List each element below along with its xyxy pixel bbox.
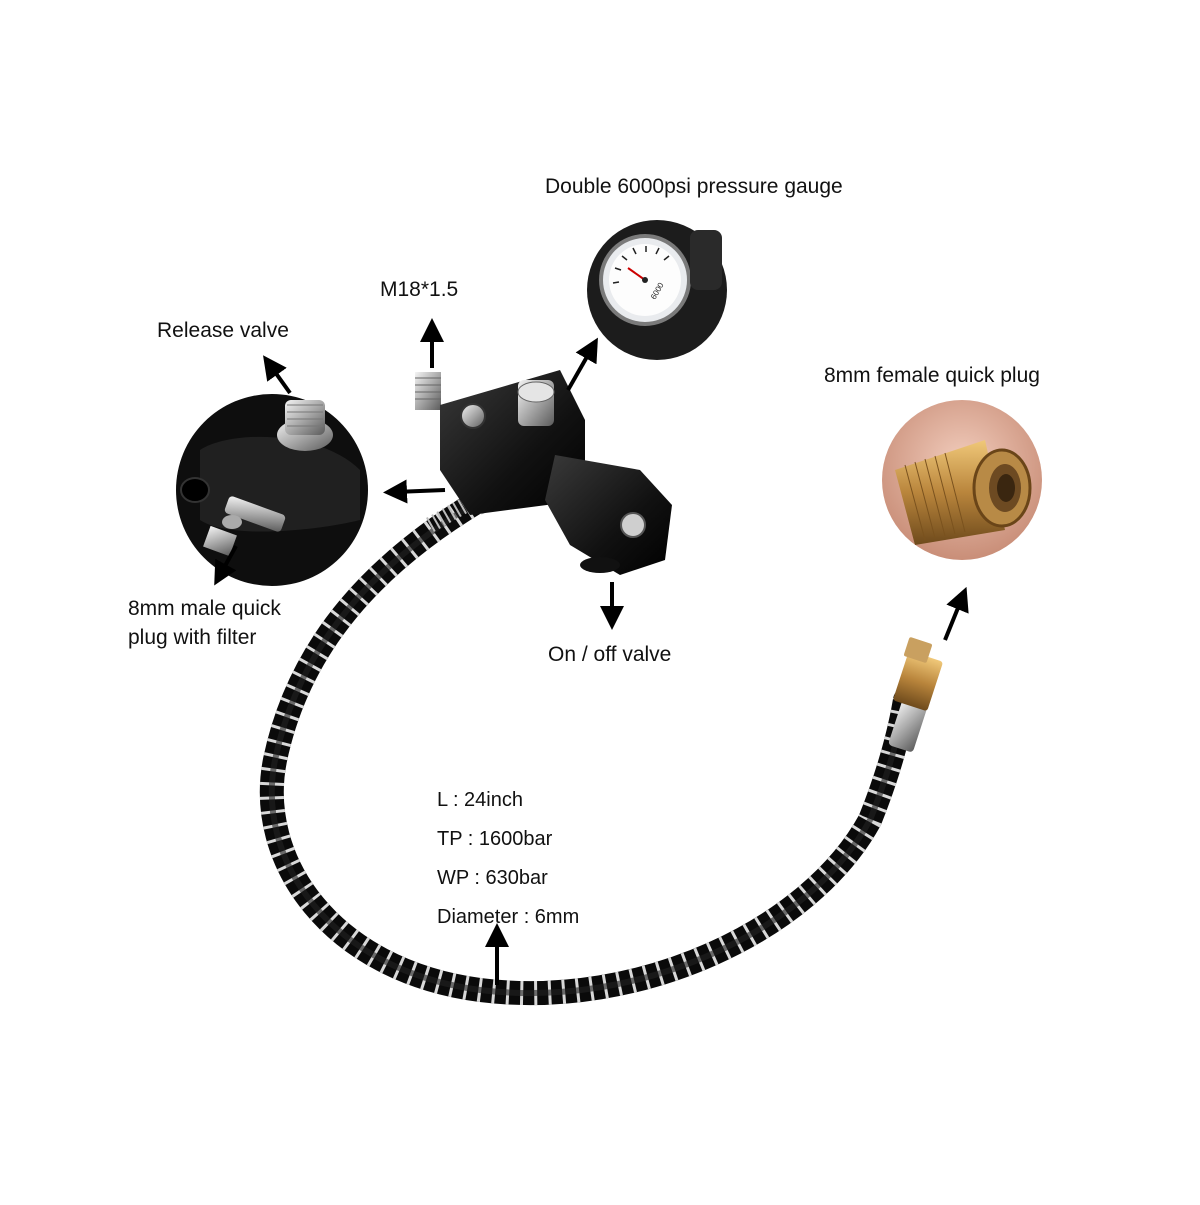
- arrow-male-plug-top: [383, 479, 446, 504]
- hex-bolt: [460, 403, 486, 429]
- hose-specs: L : 24inch TP : 1600bar WP : 630bar Diam…: [437, 781, 579, 937]
- female-plug-closeup: [882, 400, 1042, 560]
- on-off-knob: [545, 455, 672, 575]
- arrow-gauge: [566, 337, 598, 391]
- arrow-release-valve: [263, 355, 292, 395]
- arrow-female-plug: [943, 586, 969, 641]
- valve-body: [415, 370, 672, 575]
- hose: [259, 488, 917, 1006]
- gauge-label: Double 6000psi pressure gauge: [545, 175, 843, 198]
- gauge-closeup: 6000: [587, 220, 727, 360]
- arrow-male-plug: [214, 545, 238, 586]
- spec-working-pressure: WP : 630bar: [437, 867, 548, 889]
- male-plug-label-line2: plug with filter: [128, 626, 257, 649]
- spec-test-pressure: TP : 1600bar: [437, 828, 553, 850]
- male-plug-label-line1: 8mm male quick: [128, 597, 281, 620]
- release-valve-closeup: [176, 394, 368, 586]
- spec-diameter: Diameter : 6mm: [437, 906, 580, 928]
- hose-end-fitting: [888, 637, 943, 752]
- release-valve-label: Release valve: [157, 319, 289, 342]
- female-plug-label: 8mm female quick plug: [824, 364, 1040, 387]
- thread-label: M18*1.5: [380, 278, 459, 301]
- on-off-valve-label: On / off valve: [548, 643, 672, 666]
- spec-length: L : 24inch: [437, 789, 523, 811]
- callout-arrows: [214, 318, 969, 985]
